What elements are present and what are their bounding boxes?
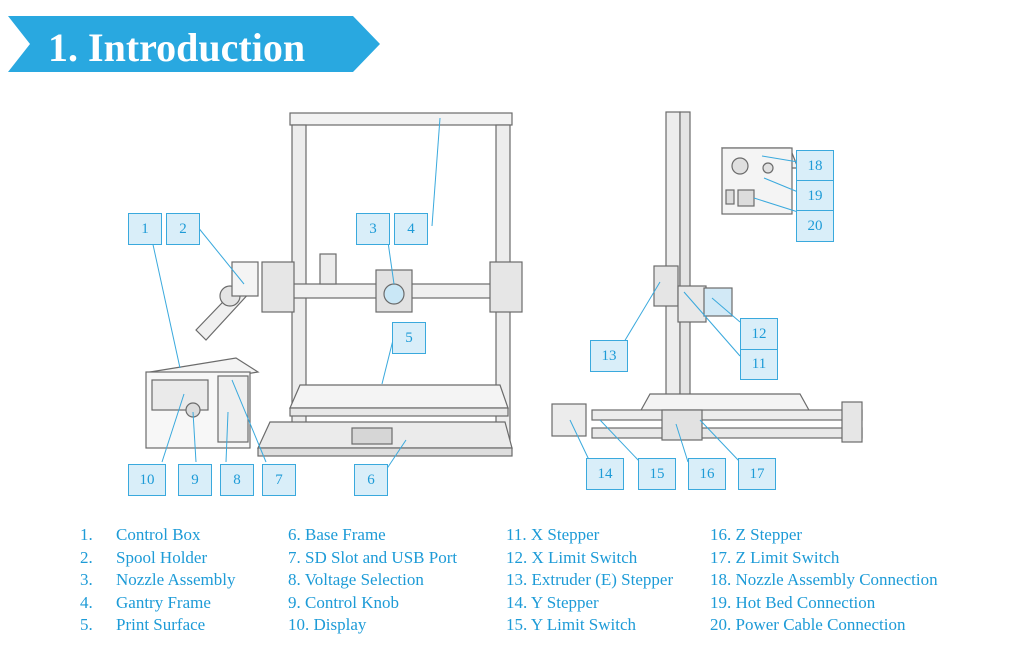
legend-item: 13. Extruder (E) Stepper xyxy=(506,570,674,589)
legend-item: 12. X Limit Switch xyxy=(506,547,638,567)
callout-20: 20 xyxy=(796,210,834,242)
legend-item: 6. Base Frame xyxy=(288,525,386,544)
legend-num: 2. xyxy=(80,547,93,567)
callout-16: 16 xyxy=(688,458,726,490)
legend-item: 1. Control Box xyxy=(80,524,235,547)
legend-label: Gantry Frame xyxy=(116,592,211,612)
legend-label: Spool Holder xyxy=(116,547,208,567)
callout-18: 18 xyxy=(796,150,834,182)
section-banner: 1. Introduction xyxy=(8,16,380,72)
legend-column-4: 16. Z Stepper 17. Z Limit Switch 18. Noz… xyxy=(710,524,938,637)
callout-12: 12 xyxy=(740,318,778,350)
legend-item: 19. Hot Bed Connection xyxy=(710,592,876,612)
callout-5: 5 xyxy=(392,322,426,354)
callout-8: 8 xyxy=(220,464,254,496)
legend-item: 9. Control Knob xyxy=(288,592,399,612)
callout-11: 11 xyxy=(740,348,778,380)
callout-15: 15 xyxy=(638,458,676,490)
legend-item: 5. Print Surface xyxy=(80,614,235,637)
legend-num: 1. xyxy=(80,525,93,544)
legend-item: 8. Voltage Selection xyxy=(288,570,424,589)
legend-item: 10. Display xyxy=(288,615,367,634)
callout-19: 19 xyxy=(796,180,834,212)
callout-14: 14 xyxy=(586,458,624,490)
legend-item: 2. Spool Holder xyxy=(80,547,235,570)
legend-item: 4. Gantry Frame xyxy=(80,592,235,615)
legend-item: 3. Nozzle Assembly xyxy=(80,569,235,592)
legend-item: 7. SD Slot and USB Port xyxy=(288,547,458,567)
legend-label: Control Box xyxy=(116,525,201,544)
legend-item: 16. Z Stepper xyxy=(710,525,803,544)
legend-num: 4. xyxy=(80,592,93,612)
legend-num: 5. xyxy=(80,615,93,634)
callout-17: 17 xyxy=(738,458,776,490)
legend-label: Print Surface xyxy=(116,615,206,634)
banner-arrow-shape xyxy=(8,16,380,72)
callout-4: 4 xyxy=(394,213,428,245)
callout-7: 7 xyxy=(262,464,296,496)
callout-9: 9 xyxy=(178,464,212,496)
page-title: 1. Introduction xyxy=(48,25,306,70)
legend-column-2: 6. Base Frame 7. SD Slot and USB Port 8.… xyxy=(288,524,457,637)
legend-item: 14. Y Stepper xyxy=(506,592,599,612)
legend-column-1: 1. Control Box 2. Spool Holder 3. Nozzle As… xyxy=(80,524,235,637)
callout-6: 6 xyxy=(354,464,388,496)
legend-column-3: 11. X Stepper 12. X Limit Switch 13. Ext… xyxy=(506,524,673,637)
legend-item: 11. X Stepper xyxy=(506,525,600,544)
callout-2: 2 xyxy=(166,213,200,245)
legend-label: Nozzle Assembly xyxy=(116,570,236,589)
legend-item: 17. Z Limit Switch xyxy=(710,547,840,567)
legend-item: 20. Power Cable Connection xyxy=(710,615,906,634)
legend-item: 15. Y Limit Switch xyxy=(506,615,637,634)
callout-1: 1 xyxy=(128,213,162,245)
callout-13: 13 xyxy=(590,340,628,372)
callout-10: 10 xyxy=(128,464,166,496)
legend-num: 3. xyxy=(80,570,93,589)
callout-3: 3 xyxy=(356,213,390,245)
legend-item: 18. Nozzle Assembly Connection xyxy=(710,570,938,589)
